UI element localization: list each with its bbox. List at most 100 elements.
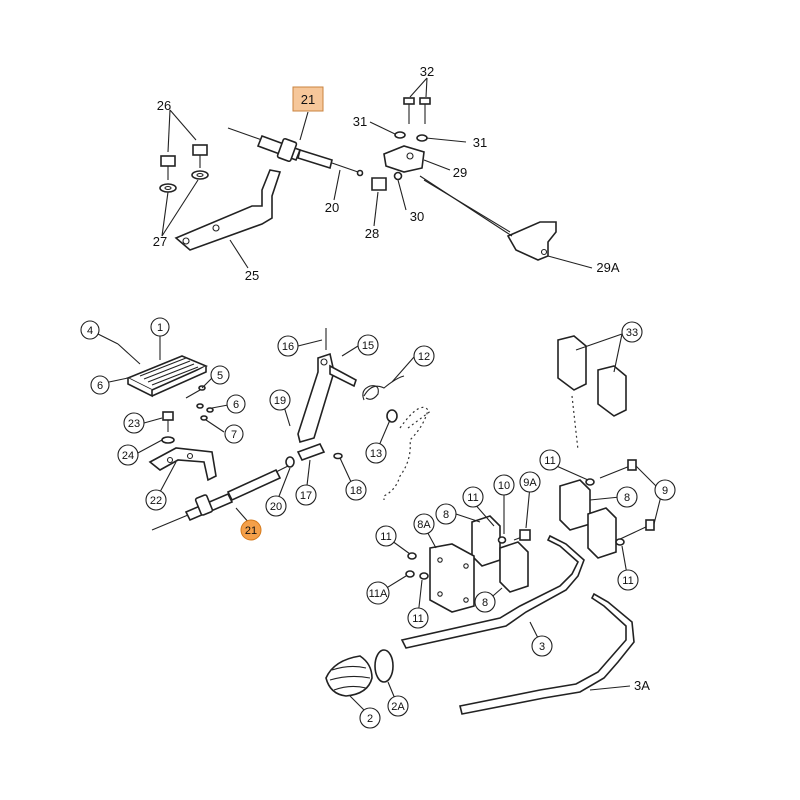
svg-text:24: 24 (122, 450, 134, 462)
upper-label-29A: 29A (596, 260, 619, 275)
plate-8A (429, 543, 475, 613)
svg-text:11: 11 (467, 492, 478, 504)
throttle-cable-lower (151, 465, 289, 531)
bracket-29A (506, 221, 557, 261)
callout-9[interactable]: 9 (654, 479, 676, 501)
svg-text:16: 16 (282, 341, 294, 353)
svg-text:4: 4 (87, 325, 93, 337)
svg-text:11: 11 (622, 575, 633, 587)
callout-8-right[interactable]: 8 (616, 486, 638, 508)
upper-label-25: 25 (245, 268, 259, 283)
callout-3[interactable]: 3 (531, 635, 553, 657)
svg-text:18: 18 (350, 485, 362, 497)
part-21-highlight-box[interactable] (292, 86, 324, 112)
callout-11-mid[interactable]: 11 (462, 486, 484, 508)
upper-label-26: 26 (157, 98, 171, 113)
svg-text:2A: 2A (391, 701, 405, 713)
callout-24[interactable]: 24 (117, 444, 139, 466)
svg-text:19: 19 (274, 395, 286, 407)
callout-21-highlighted[interactable]: 21 (240, 519, 262, 541)
bracket-22 (148, 447, 217, 482)
callout-4[interactable]: 4 (80, 320, 100, 340)
block-8-upper-right (559, 479, 591, 531)
svg-text:8: 8 (443, 509, 449, 521)
svg-text:22: 22 (150, 495, 162, 507)
upper-label-28: 28 (365, 226, 379, 241)
svg-text:8: 8 (482, 597, 488, 609)
callout-17[interactable]: 17 (295, 484, 317, 506)
shift-rod-3A (459, 592, 635, 715)
bracket-25 (174, 169, 282, 251)
throttle-cable-upper (227, 127, 364, 177)
svg-text:23: 23 (128, 418, 140, 430)
callout-8A[interactable]: 8A (413, 513, 435, 535)
svg-text:13: 13 (370, 448, 382, 460)
spring-12 (362, 375, 405, 401)
callout-11-right[interactable]: 11 (617, 569, 639, 591)
svg-text:20: 20 (270, 501, 282, 513)
bolt-32 (403, 97, 431, 124)
svg-text:11: 11 (412, 613, 423, 625)
svg-text:3: 3 (539, 641, 545, 653)
svg-text:8A: 8A (417, 519, 431, 531)
lower-callout-bubbles: 4 1 6 5 6 7 23 24 22 21 16 15 12 19 13 2… (80, 317, 676, 729)
callout-33[interactable]: 33 (621, 321, 643, 343)
upper-label-21[interactable]: 21 (301, 92, 315, 107)
callout-22[interactable]: 22 (145, 489, 167, 511)
block-8-lower-right (587, 507, 617, 559)
callout-11-left[interactable]: 11 (375, 525, 397, 547)
svg-text:10: 10 (498, 480, 510, 492)
callout-7[interactable]: 7 (224, 424, 244, 444)
svg-text:33: 33 (626, 327, 638, 339)
shift-rod-3 (400, 534, 585, 649)
callout-8-bottom[interactable]: 8 (474, 591, 496, 613)
svg-text:6: 6 (97, 380, 103, 392)
callout-12[interactable]: 12 (413, 345, 435, 367)
callout-6-left[interactable]: 6 (90, 375, 110, 395)
bracket-33-right (597, 365, 627, 417)
callout-11-bottom-left[interactable]: 11 (407, 607, 429, 629)
callout-18[interactable]: 18 (345, 479, 367, 501)
callout-2[interactable]: 2 (359, 707, 381, 729)
ring-2A (374, 649, 394, 683)
upper-label-30: 30 (410, 209, 424, 224)
upper-assembly: 21 32 26 31 31 29 20 30 28 27 25 29A (153, 64, 620, 283)
callout-11-top[interactable]: 11 (539, 449, 561, 471)
bolt-26-left (159, 155, 177, 193)
svg-text:5: 5 (217, 370, 223, 382)
hardware-5-6-7 (185, 385, 214, 421)
upper-label-20: 20 (325, 200, 339, 215)
bolt-26-right (191, 144, 209, 180)
callout-5[interactable]: 5 (210, 365, 230, 385)
svg-text:11A: 11A (369, 588, 388, 600)
callout-20[interactable]: 20 (265, 495, 287, 517)
callout-9A[interactable]: 9A (519, 471, 541, 493)
svg-text:9A: 9A (523, 477, 537, 489)
upper-label-29: 29 (453, 165, 467, 180)
pedal-pad-1 (117, 343, 209, 398)
callout-13[interactable]: 13 (365, 442, 387, 464)
callout-11A[interactable]: 11A (366, 581, 390, 605)
block-8-lower-mid (499, 541, 529, 593)
svg-text:15: 15 (362, 340, 374, 352)
callout-8-mid[interactable]: 8 (435, 503, 457, 525)
callout-2A[interactable]: 2A (387, 695, 409, 717)
upper-label-31-left: 31 (353, 114, 367, 129)
callout-23[interactable]: 23 (123, 412, 145, 434)
callout-19[interactable]: 19 (269, 389, 291, 411)
callout-6-right[interactable]: 6 (226, 394, 246, 414)
callout-1[interactable]: 1 (150, 317, 170, 337)
svg-text:12: 12 (418, 351, 430, 363)
svg-text:8: 8 (624, 492, 630, 504)
callout-16[interactable]: 16 (277, 335, 299, 357)
label-3A: 3A (634, 678, 650, 693)
clip-29 (383, 145, 425, 173)
lower-assembly: 4 1 6 5 6 7 23 24 22 21 16 15 12 19 13 2… (80, 317, 676, 729)
upper-label-32: 32 (420, 64, 434, 79)
svg-text:1: 1 (157, 322, 163, 334)
svg-text:9: 9 (662, 485, 668, 497)
callout-10[interactable]: 10 (493, 474, 515, 496)
callout-15[interactable]: 15 (357, 334, 379, 356)
